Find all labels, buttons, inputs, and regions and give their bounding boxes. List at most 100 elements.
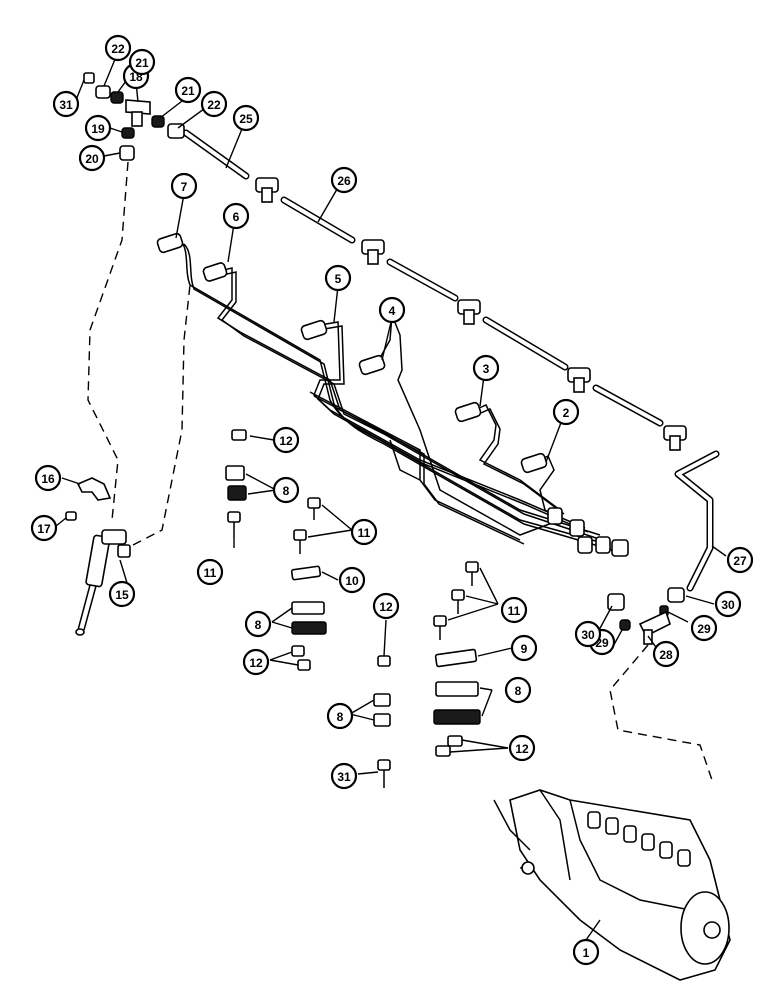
callout-label: 2 <box>563 406 570 420</box>
callout-circle <box>552 398 580 426</box>
bracket <box>435 681 479 697</box>
callout-15: 15 <box>108 580 136 608</box>
callout-label: 22 <box>111 42 125 56</box>
callout-27: 27 <box>726 546 754 574</box>
clip <box>291 645 305 657</box>
callout-7: 7 <box>170 172 198 200</box>
callout-circle <box>330 762 358 790</box>
callout-circle <box>174 76 202 104</box>
callout-11b: 11 <box>196 558 224 586</box>
callout-8b: 8 <box>244 610 272 638</box>
callout-12a: 12 <box>272 426 300 454</box>
injector-nozzle <box>77 584 91 631</box>
callout-9: 9 <box>510 634 538 662</box>
callout-8d: 8 <box>504 676 532 704</box>
callout-label: 21 <box>135 56 149 70</box>
callout-circle <box>222 202 250 230</box>
injector-pipe-3 <box>469 404 561 511</box>
callout-label: 8 <box>337 710 344 724</box>
callouts: 1234567888891011111112121212151617181920… <box>30 34 754 966</box>
clip <box>297 659 311 671</box>
callout-12d: 12 <box>508 734 536 762</box>
callout-circle <box>30 514 58 542</box>
callout-label: 11 <box>358 526 371 540</box>
callout-circle <box>508 734 536 762</box>
callout-8c: 8 <box>326 702 354 730</box>
callout-30a: 30 <box>574 620 602 648</box>
bracket <box>433 709 481 725</box>
banjo-tee <box>457 299 481 325</box>
bolt <box>465 561 479 586</box>
washer <box>110 91 124 104</box>
callout-12c: 12 <box>372 592 400 620</box>
callout-label: 8 <box>255 618 262 632</box>
callout-4: 4 <box>378 296 406 324</box>
callout-2: 2 <box>552 398 580 426</box>
injection-pump <box>493 789 731 981</box>
callout-circle <box>34 464 62 492</box>
callout-label: 25 <box>239 112 253 126</box>
callout-21b: 21 <box>174 76 202 104</box>
callout-circle <box>242 648 270 676</box>
callout-label: 12 <box>379 600 393 614</box>
callout-3: 3 <box>472 354 500 382</box>
clip <box>225 465 245 481</box>
callout-label: 7 <box>181 180 188 194</box>
leak-off-pipe-segment <box>182 129 664 427</box>
callout-circle <box>572 938 600 966</box>
banjo-tee <box>361 239 385 265</box>
callout-circle <box>272 426 300 454</box>
nut <box>667 587 685 603</box>
banjo-tee <box>663 425 687 451</box>
callout-label: 30 <box>581 628 595 642</box>
callout-circle <box>232 104 260 132</box>
callout-circle <box>510 634 538 662</box>
callout-label: 27 <box>733 554 747 568</box>
leak-off-pipe-assembly <box>182 129 687 451</box>
clamp-spacer <box>65 511 77 521</box>
callout-circle <box>244 610 272 638</box>
callout-circle <box>338 566 366 594</box>
callout-circle <box>128 48 156 76</box>
clips-and-brackets <box>225 429 481 788</box>
callout-circle <box>196 558 224 586</box>
callout-22a: 22 <box>104 34 132 62</box>
callout-label: 12 <box>279 434 293 448</box>
callout-19: 19 <box>84 114 112 142</box>
callout-17: 17 <box>30 514 58 542</box>
callout-label: 5 <box>335 272 342 286</box>
nut <box>167 123 185 139</box>
injector-pipes-bundle <box>179 239 613 551</box>
callout-circle <box>84 114 112 142</box>
callout-31a: 31 <box>52 90 80 118</box>
callout-circle <box>350 518 378 546</box>
bracket-plate <box>434 648 478 668</box>
callout-circle <box>108 580 136 608</box>
cap-nut <box>83 72 95 84</box>
injector-pipe-6 <box>213 267 601 536</box>
callout-circle <box>690 614 718 642</box>
callout-label: 4 <box>389 304 396 318</box>
callout-1: 1 <box>572 938 600 966</box>
pump-housing <box>509 789 731 981</box>
bolt <box>293 529 307 554</box>
callout-circle <box>500 596 528 624</box>
callout-circle <box>104 34 132 62</box>
banjo-tee <box>255 177 279 203</box>
callout-label: 10 <box>345 574 359 588</box>
callout-label: 1 <box>583 946 590 960</box>
callout-22b: 22 <box>200 90 228 118</box>
clip <box>373 693 391 707</box>
callout-28: 28 <box>652 640 680 668</box>
callout-label: 19 <box>91 122 105 136</box>
callout-circle <box>372 592 400 620</box>
callout-29b: 29 <box>690 614 718 642</box>
return-pipe-27 <box>674 450 720 592</box>
clip <box>377 655 391 667</box>
callout-6: 6 <box>222 202 250 230</box>
callout-label: 16 <box>41 472 55 486</box>
callout-circle <box>714 590 742 618</box>
callout-label: 30 <box>721 598 735 612</box>
clip <box>227 485 247 501</box>
nut <box>95 85 111 99</box>
